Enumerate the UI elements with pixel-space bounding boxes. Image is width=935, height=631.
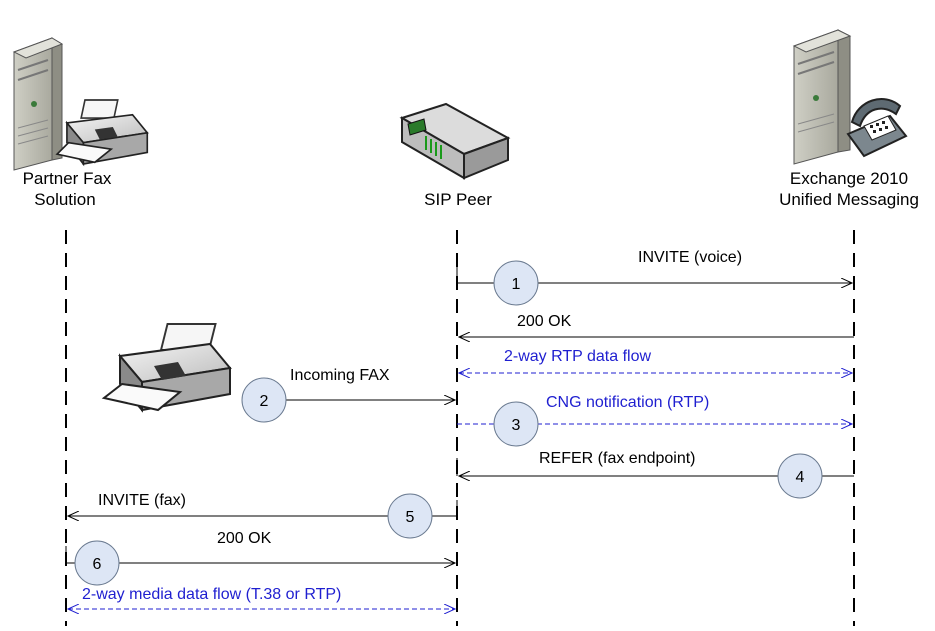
msg-invite-fax-line [68, 500, 458, 516]
step-number-2: 2 [260, 393, 269, 410]
msg-incoming-fax-label: Incoming FAX [290, 367, 390, 384]
fax-participant-label-1: Partner Fax [22, 169, 112, 188]
msg-invite-fax-label: INVITE (fax) [98, 492, 187, 509]
step-number-6: 6 [93, 556, 102, 573]
msg-200ok-fax-line [65, 546, 455, 563]
msg-200ok-label: 200 OK [517, 313, 572, 330]
step-circle-2: 2 [241, 377, 287, 423]
step-number-3: 3 [512, 417, 521, 434]
step-circle-5: 5 [387, 493, 433, 539]
msg-cng-label: CNG notification (RTP) [546, 394, 710, 411]
step-number-5: 5 [406, 509, 415, 526]
fax-machine-icon [55, 99, 149, 167]
phone-icon [846, 98, 908, 158]
step-circle-3: 3 [493, 401, 539, 447]
um-server-icon [792, 29, 852, 165]
msg-200ok-fax-label: 200 OK [217, 530, 272, 547]
msg-invite-voice-line [456, 260, 852, 283]
step-number-1: 1 [512, 276, 521, 293]
msg-media-flow-label: 2-way media data flow (T.38 or RTP) [82, 586, 342, 603]
step-circle-1: 1 [493, 260, 539, 306]
incoming-fax-machine-icon [101, 323, 232, 413]
sip-participant-label: SIP Peer [424, 190, 492, 209]
msg-refer-label: REFER (fax endpoint) [539, 450, 696, 467]
um-participant-label-1: Exchange 2010 [789, 169, 909, 188]
sip-peer-icon [399, 102, 511, 180]
step-circle-4: 4 [777, 453, 823, 499]
fax-participant-label-2: Solution [34, 190, 96, 209]
step-number-4: 4 [796, 469, 805, 486]
step-circle-6: 6 [74, 540, 120, 586]
um-participant-label-2: Unified Messaging [779, 190, 919, 209]
msg-invite-voice-label: INVITE (voice) [638, 249, 743, 266]
fax-server-icon [12, 37, 64, 171]
msg-rtp-flow-label: 2-way RTP data flow [504, 348, 652, 365]
